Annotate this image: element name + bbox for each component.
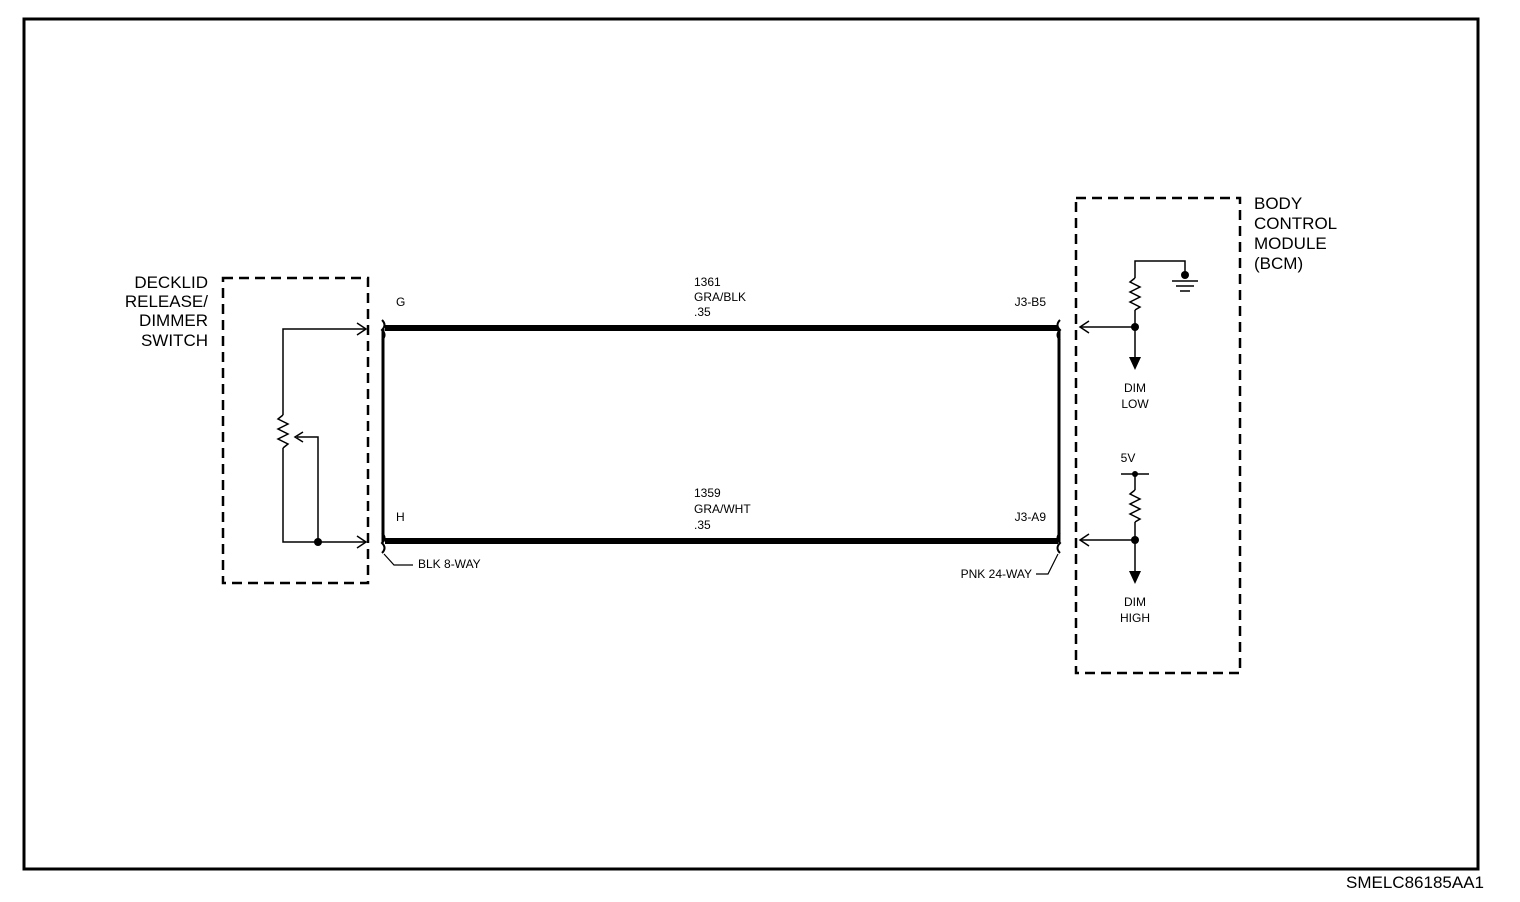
pin-g-label: G — [396, 295, 405, 309]
b5-input-arrow — [1078, 320, 1090, 334]
pin-j3-a9-label: J3-A9 — [1015, 510, 1047, 524]
right-connector-label: PNK 24-WAY — [961, 567, 1032, 581]
dim-high-arrow-icon — [1129, 571, 1141, 584]
dim-low-label-line-2: LOW — [1121, 397, 1149, 411]
a9-input-arrow — [1078, 533, 1090, 547]
dim-high-label-line-1: DIM — [1124, 595, 1146, 609]
body-control-module: BODY CONTROL MODULE (BCM) DIM LOW 5V D — [1074, 194, 1337, 675]
decklid-switch-label-line-3: DIMMER — [139, 311, 208, 330]
reference-code: SMELC86185AA1 — [1346, 873, 1484, 892]
wiper-wire — [297, 436, 319, 542]
pull-down-resistor-icon — [1128, 277, 1142, 311]
harness: G H J3-B5 J3-A9 1361 GRA/BLK .35 1359 GR… — [380, 275, 1062, 581]
decklid-switch-boundary — [221, 276, 370, 585]
left-connector-label: BLK 8-WAY — [418, 557, 481, 571]
dim-high-label-line-2: HIGH — [1120, 611, 1150, 625]
decklid-switch-label-line-1: DECKLID — [134, 273, 208, 292]
dim-low-arrow-icon — [1129, 357, 1141, 370]
ground-wire — [1134, 260, 1186, 278]
bcm-label-line-1: BODY — [1254, 194, 1302, 213]
supply-5v-label: 5V — [1121, 451, 1136, 465]
decklid-switch: DECKLID RELEASE/ DIMMER SWITCH — [125, 273, 370, 585]
switch-splice-dot — [314, 538, 322, 546]
circuit-1361-number: 1361 — [694, 275, 721, 289]
switch-arrow-bottom — [356, 535, 368, 549]
switch-wire-bottom — [282, 448, 365, 543]
bcm-label-line-2: CONTROL — [1254, 214, 1337, 233]
circuit-1361-gauge: .35 — [694, 305, 711, 319]
circuit-1359-gauge: .35 — [694, 518, 711, 532]
circuit-1359-color: GRA/WHT — [694, 502, 751, 516]
pull-up-resistor-icon — [1128, 489, 1142, 523]
ground-icon — [1172, 280, 1198, 292]
pin-h-label: H — [396, 510, 405, 524]
switch-wire-top — [282, 328, 365, 415]
wiper-arrow — [293, 431, 304, 443]
bcm-label-line-3: MODULE — [1254, 234, 1327, 253]
pin-j3-b5-label: J3-B5 — [1015, 295, 1047, 309]
decklid-switch-label-line-4: SWITCH — [141, 331, 208, 350]
potentiometer-icon — [276, 414, 290, 449]
circuit-1361-color: GRA/BLK — [694, 290, 746, 304]
right-connector-leader — [1036, 553, 1059, 575]
decklid-switch-label-line-2: RELEASE/ — [125, 292, 208, 311]
circuit-1359-number: 1359 — [694, 486, 721, 500]
bcm-boundary — [1074, 196, 1242, 675]
switch-arrow-top — [356, 322, 368, 336]
left-connector-leader — [383, 553, 413, 566]
dim-low-label-line-1: DIM — [1124, 381, 1146, 395]
ground-node-dot — [1181, 271, 1189, 279]
diagram-frame — [22, 17, 1480, 871]
bcm-label-line-4: (BCM) — [1254, 254, 1303, 273]
